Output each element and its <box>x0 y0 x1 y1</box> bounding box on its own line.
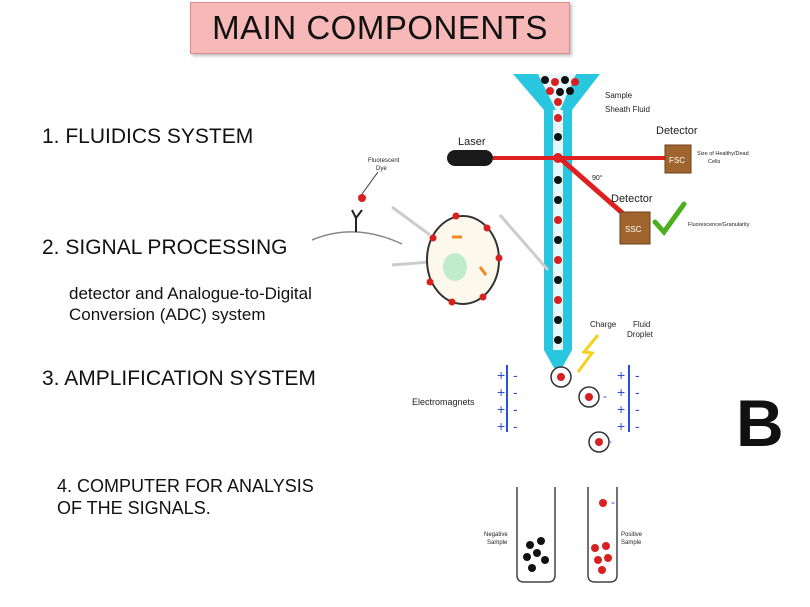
cell-nucleus <box>443 253 467 281</box>
nozzle <box>544 350 572 368</box>
membrane-curve <box>311 231 403 245</box>
svg-text:-: - <box>635 401 640 417</box>
ssc-detector <box>619 211 651 245</box>
flow-channel <box>553 110 563 350</box>
negative-sample-line2: Sample <box>487 540 508 546</box>
electromagnet-left: ++ ++ -- -- <box>497 365 518 434</box>
fsc-detector <box>664 144 692 174</box>
cell-surface-markers <box>426 212 503 306</box>
svg-text:+: + <box>617 367 625 383</box>
title-banner: MAIN COMPONENTS <box>190 2 570 54</box>
svg-text:-: - <box>611 495 615 509</box>
zoom-line-bottom <box>391 260 431 267</box>
signal-detail-line2: Conversion (ADC) system <box>69 305 266 324</box>
zoom-line-right <box>498 214 550 271</box>
fsc-desc-line2: Cells <box>708 159 720 165</box>
negative-sample-line1: Negative <box>484 532 508 538</box>
svg-text:-: - <box>513 367 518 383</box>
theta-label: 90° <box>592 174 603 182</box>
svg-text:-: - <box>513 384 518 400</box>
fluorescent-dye-line2: Dye <box>376 166 387 172</box>
page-title: MAIN COMPONENTS <box>212 9 548 46</box>
detector-top-label: Detector <box>656 125 698 137</box>
scatter-beam <box>560 158 630 220</box>
svg-text:+: + <box>617 401 625 417</box>
antibody-icon <box>351 209 363 232</box>
dye-pointer <box>361 171 379 195</box>
charge-label: Charge <box>590 320 617 329</box>
check-icon <box>652 201 687 236</box>
sheath-fluid-label: Sheath Fluid <box>605 105 650 114</box>
svg-text:-: - <box>635 367 640 383</box>
zoom-line-top <box>391 205 431 237</box>
detector-side-label: Detector <box>611 193 653 205</box>
item-computer-line2: OF THE SIGNALS. <box>57 498 211 518</box>
positive-sample-line2: Sample <box>621 540 642 546</box>
electromagnet-right: ++ ++ -- -- <box>617 365 640 434</box>
laser-label: Laser <box>458 136 486 148</box>
ssc-desc-label: Fluorescence/Granularity <box>688 222 750 228</box>
svg-text:-: - <box>513 418 518 434</box>
laser-source <box>447 150 493 166</box>
negative-cells <box>523 537 549 572</box>
svg-text:+: + <box>617 384 625 400</box>
signal-detail-line1: detector and Analogue-to-Digital <box>69 284 312 303</box>
fsc-label: FSC <box>669 156 685 165</box>
item-amplification: 3. AMPLIFICATION SYSTEM <box>42 367 316 390</box>
sample-label: Sample <box>605 91 633 100</box>
electromagnets-label: Electromagnets <box>412 397 475 407</box>
positive-tube <box>587 487 618 583</box>
droplet-label: Droplet <box>627 330 654 339</box>
ssc-label: SSC <box>625 225 642 234</box>
fsc-desc-line1: Size of Healthy/Dead <box>697 151 749 157</box>
svg-text:-: - <box>608 434 612 448</box>
positive-cells <box>591 499 612 574</box>
svg-text:+: + <box>617 418 625 434</box>
panel-letter: B <box>736 386 784 460</box>
item-signal-processing: 2. SIGNAL PROCESSING <box>42 236 288 259</box>
negative-tube <box>516 487 556 583</box>
svg-text:-: - <box>513 401 518 417</box>
funnel-cells <box>541 76 579 106</box>
charge-bolt-icon <box>576 334 600 373</box>
dye-dot <box>358 194 366 202</box>
item-fluidics: 1. FLUIDICS SYSTEM <box>42 125 254 148</box>
granule-2 <box>478 266 488 276</box>
fluid-label: Fluid <box>633 320 650 329</box>
svg-text:-: - <box>635 418 640 434</box>
svg-text:+: + <box>497 384 505 400</box>
svg-text:+: + <box>497 418 505 434</box>
svg-text:-: - <box>635 384 640 400</box>
fluorescent-dye-line1: Fluorescent <box>368 158 400 164</box>
svg-text:+: + <box>497 401 505 417</box>
svg-text:+: + <box>497 367 505 383</box>
positive-sample-line1: Positive <box>621 532 643 538</box>
svg-text:-: - <box>603 389 607 403</box>
item-computer-line1: 4. COMPUTER FOR ANALYSIS <box>57 476 314 496</box>
